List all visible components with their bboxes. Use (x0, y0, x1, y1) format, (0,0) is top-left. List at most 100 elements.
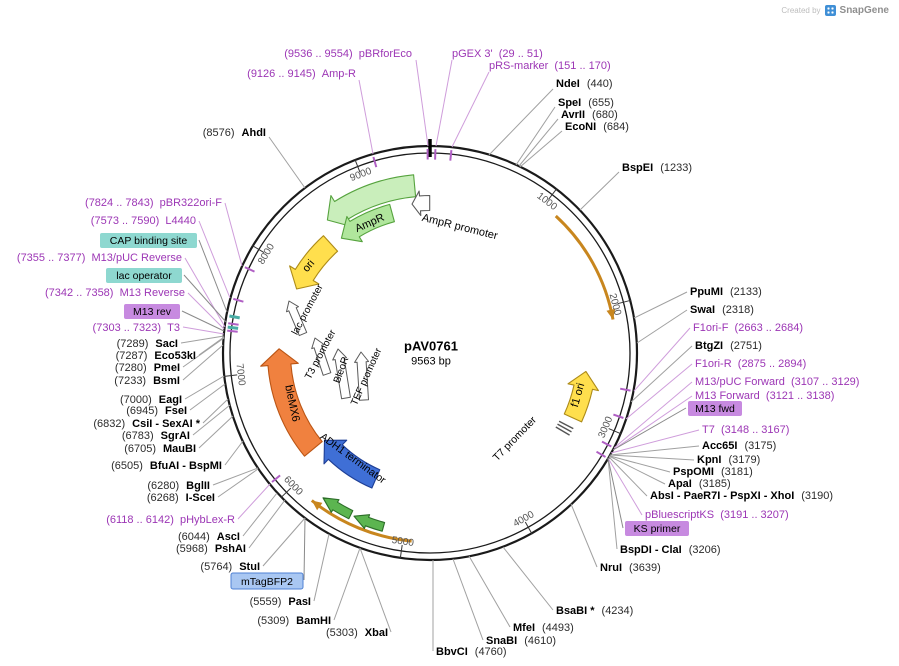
feature-green-arrow-1[interactable] (353, 514, 386, 532)
leader-pbr322ori-f (224, 202, 243, 267)
site-mark (227, 325, 239, 330)
site-label-bsmi[interactable]: (7233)BsmI (114, 375, 180, 387)
site-label-pmei[interactable]: (7280)PmeI (115, 362, 180, 374)
site-label-saci[interactable]: (7289)SacI (117, 338, 178, 350)
site-label-pgex-3[interactable]: pGEX 3' (29 .. 51) (452, 48, 543, 60)
leader-lac-operator (183, 274, 227, 323)
site-label-pbrforeco[interactable]: (9536 .. 9554) pBRforEco (284, 48, 412, 60)
primer-box-mtagbfp2[interactable] (230, 572, 304, 590)
site-label-bspdi-clai[interactable]: BspDI - ClaI(3206) (620, 544, 721, 556)
site-label-avrii[interactable]: AvrII(680) (561, 109, 618, 121)
site-label-t7-primer[interactable]: T7 (3148 .. 3167) (702, 424, 789, 436)
site-label-bamhi[interactable]: (5309)BamHI (257, 615, 331, 627)
site-label-kpni[interactable]: KpnI(3179) (697, 454, 760, 466)
site-label-bbvci[interactable]: BbvCI(4760) (436, 646, 507, 658)
feature-arc-orange-arc-right[interactable] (554, 214, 615, 320)
site-label-ahdi[interactable]: (8576)AhdI (203, 127, 266, 139)
feature-t3-promoter-arrow[interactable] (311, 337, 332, 376)
site-label-m13-forward[interactable]: M13 Forward (3121 .. 3138) (695, 390, 834, 402)
leader-m13-forward (612, 395, 693, 451)
feature-label-t3-promoter[interactable]: T3 promoter (303, 328, 339, 382)
site-label-f1ori-f[interactable]: F1ori-F (2663 .. 2684) (693, 322, 803, 334)
leader-saci (180, 335, 225, 344)
site-label-bsabi[interactable]: BsaBI *(4234) (556, 605, 633, 617)
site-mark (233, 297, 244, 303)
primer-box-label-cap-binding-site: CAP binding site (110, 235, 188, 247)
site-label-amp-r-primer[interactable]: (9126 .. 9145) Amp-R (247, 68, 356, 80)
site-mark (620, 387, 631, 392)
feature-lac-promoter-arrow[interactable] (286, 300, 308, 337)
site-label-acc65i[interactable]: Acc65I(3175) (702, 440, 776, 452)
site-label-pshai[interactable]: (5968)PshAI (176, 543, 246, 555)
site-label-spei[interactable]: SpeI(655) (558, 97, 614, 109)
site-mark (613, 413, 624, 419)
site-label-absi-paer7i-pspxi-xhoi[interactable]: AbsI - PaeR7I - PspXI - XhoI(3190) (650, 490, 833, 502)
site-label-f1ori-r[interactable]: F1ori-R (2875 .. 2894) (695, 358, 806, 370)
primer-box-lac-operator[interactable] (106, 268, 182, 283)
site-label-swai[interactable]: SwaI(2318) (690, 304, 754, 316)
feature-green-arrow-2[interactable] (322, 497, 354, 520)
leader-f1ori-f (633, 327, 691, 392)
leader-t7-primer (610, 429, 700, 454)
site-label-mfei[interactable]: MfeI(4493) (513, 622, 574, 634)
leader-i-scei (217, 468, 259, 498)
site-label-l4440[interactable]: (7573 .. 7590) L4440 (91, 215, 196, 227)
feature-f1-ori[interactable] (563, 370, 599, 423)
primer-box-ks-primer[interactable] (625, 521, 689, 536)
site-label-nrui[interactable]: NruI(3639) (600, 562, 661, 574)
feature-ori[interactable] (289, 235, 339, 290)
site-label-m13-puc-reverse[interactable]: (7355 .. 7377) M13/pUC Reverse (17, 252, 182, 264)
site-label-xbai[interactable]: (5303)XbaI (326, 627, 388, 639)
site-label-t3-primer[interactable]: (7303 .. 7323) T3 (93, 322, 180, 334)
feature-label-ampr-promoter[interactable]: AmpR promoter (421, 212, 500, 243)
feature-tef-promoter-arrow[interactable] (354, 351, 370, 401)
site-label-i-scei[interactable]: (6268)I-SceI (147, 492, 215, 504)
primer-box-m13-fwd[interactable] (688, 401, 742, 416)
leader-snabi (452, 558, 484, 641)
tick-label-5000: 5000 (391, 535, 415, 549)
site-label-apai[interactable]: ApaI(3185) (668, 478, 731, 490)
site-label-bglii[interactable]: (6280)BglII (147, 480, 210, 492)
site-label-eagi[interactable]: (7000)EagI (120, 394, 182, 406)
leader-ahdi (268, 136, 306, 189)
site-label-bfuai-bspmi[interactable]: (6505)BfuAI - BspMI (111, 460, 222, 472)
site-label-maubi[interactable]: (6705)MauBI (124, 443, 196, 455)
site-label-pbluescriptks[interactable]: pBluescriptKS (3191 .. 3207) (645, 509, 789, 521)
site-label-eco53ki[interactable]: (7287)Eco53kI (116, 350, 196, 362)
leader-mfei (468, 555, 511, 628)
feature-arc-head-orange-arc-right (606, 308, 616, 320)
site-label-ndei[interactable]: NdeI(440) (556, 78, 613, 90)
primer-box-cap-binding-site[interactable] (100, 233, 197, 248)
site-mark (449, 149, 453, 161)
feature-ampr-inner[interactable] (340, 203, 395, 243)
feature-label-t7-promoter[interactable]: T7 promoter (491, 414, 540, 464)
leader-asci (242, 492, 278, 537)
feature-bleor-arrow[interactable] (332, 348, 351, 400)
site-label-bspei[interactable]: BspEI(1233) (622, 162, 692, 174)
site-label-btgzi[interactable]: BtgZI(2751) (695, 340, 762, 352)
site-label-m13-reverse[interactable]: (7342 .. 7358) M13 Reverse (45, 287, 185, 299)
snapgene-watermark: Created by SnapGene (781, 5, 889, 16)
site-label-sgrai[interactable]: (6783)SgrAI (122, 430, 190, 442)
site-mark (601, 440, 612, 448)
feature-ampr-promoter-arrow[interactable] (411, 190, 431, 217)
site-label-pbr322ori-f[interactable]: (7824 .. 7843) pBR322ori-F (85, 197, 222, 209)
site-label-csii-sexai[interactable]: (6832)CsiI - SexAI * (93, 418, 200, 430)
feature-arc-orange-arc-bottom[interactable] (310, 499, 412, 543)
site-label-snabi[interactable]: SnaBI(4610) (486, 635, 556, 647)
site-label-asci[interactable]: (6044)AscI (178, 531, 240, 543)
site-label-phyblex-r[interactable]: (6118 .. 6142) pHybLex-R (106, 514, 235, 526)
site-label-stui[interactable]: (5764)StuI (200, 561, 260, 573)
feature-ampr[interactable] (326, 174, 417, 227)
site-label-prs-marker[interactable]: pRS-marker (151 .. 170) (489, 60, 611, 72)
feature-blemx6[interactable] (260, 348, 323, 457)
primer-box-label-ks-primer: KS primer (634, 523, 681, 535)
site-label-econi[interactable]: EcoNI(684) (565, 121, 629, 133)
site-label-m13-puc-forward[interactable]: M13/pUC Forward (3107 .. 3129) (695, 376, 859, 388)
site-label-pasi[interactable]: (5559)PasI (250, 596, 311, 608)
site-label-pspomi[interactable]: PspOMI(3181) (673, 466, 753, 478)
feature-adh1-terminator[interactable] (323, 439, 381, 489)
site-label-ppumi[interactable]: PpuMI(2133) (690, 286, 762, 298)
primer-box-m13-rev[interactable] (124, 304, 180, 319)
site-label-fsei[interactable]: (6945)FseI (126, 405, 187, 417)
